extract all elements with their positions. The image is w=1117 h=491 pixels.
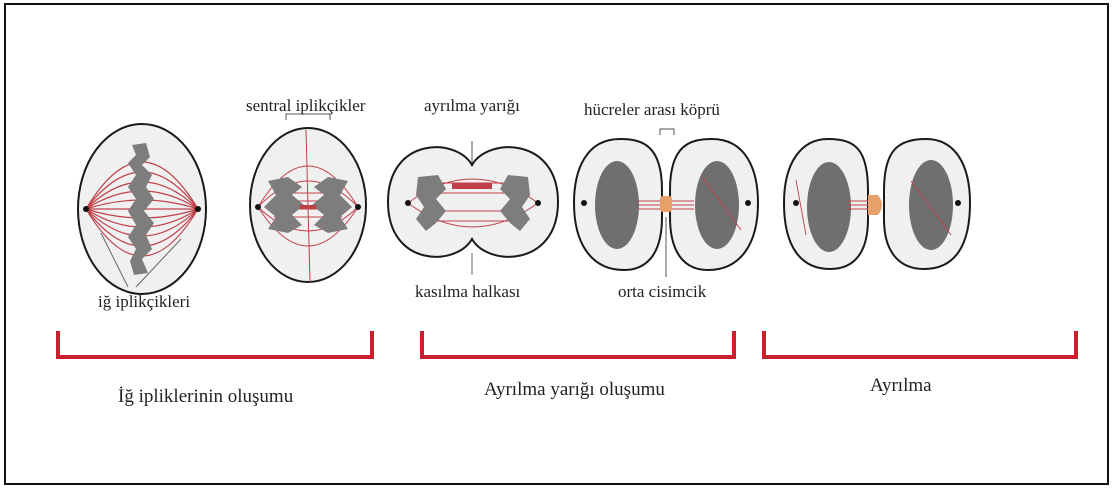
bracket-spindle-formation <box>58 331 372 357</box>
nucleus-right <box>695 161 739 249</box>
phase-label-furrow-formation: Ayrılma yarığı oluşumu <box>484 379 665 400</box>
centrosome-right <box>955 200 961 206</box>
label-central-fibers: sentral iplikçikler <box>246 96 366 115</box>
centrosome-right <box>535 200 541 206</box>
label-intercellular-bridge: hücreler arası köprü <box>584 100 720 119</box>
phase-brackets <box>58 331 1076 357</box>
cell-intercellular-bridge <box>574 129 758 277</box>
diagram-frame: iğ iplikçikleri sentral iplikçikler ayrı… <box>4 3 1109 485</box>
midzone <box>300 205 316 209</box>
nucleus-left <box>807 162 851 252</box>
centrosome-right <box>195 206 201 212</box>
midbody-remnant <box>868 195 882 215</box>
contractile-ring-band <box>452 183 492 189</box>
cell-spindle-formation <box>78 124 206 294</box>
centrosome-right <box>355 204 361 210</box>
cell-central-spindle <box>250 114 366 283</box>
cell-abscission <box>784 139 970 269</box>
centrosome-left <box>793 200 799 206</box>
label-midbody: orta cisimcik <box>618 282 707 301</box>
cell-cleavage-furrow <box>388 141 558 257</box>
centrosome-left <box>83 206 89 212</box>
bridge-bracket <box>660 129 674 135</box>
centrosome-left <box>405 200 411 206</box>
cytokinesis-diagram: iğ iplikçikleri sentral iplikçikler ayrı… <box>6 5 1111 487</box>
label-contractile-ring: kasılma halkası <box>415 282 521 301</box>
phase-label-abscission: Ayrılma <box>870 375 932 396</box>
midbody <box>660 196 672 212</box>
centrosome-left <box>255 204 261 210</box>
nucleus-left <box>595 161 639 249</box>
furrowing-cell-membrane <box>388 147 558 257</box>
nucleus-right <box>909 160 953 250</box>
centrosome-left <box>581 200 587 206</box>
centrosome-right <box>745 200 751 206</box>
label-cleavage-furrow: ayrılma yarığı <box>424 96 520 115</box>
bracket-abscission <box>764 331 1076 357</box>
phase-label-spindle-formation: İğ ipliklerinin oluşumu <box>118 386 294 407</box>
label-spindle-fibers: iğ iplikçikleri <box>98 292 190 311</box>
bracket-furrow-formation <box>422 331 734 357</box>
